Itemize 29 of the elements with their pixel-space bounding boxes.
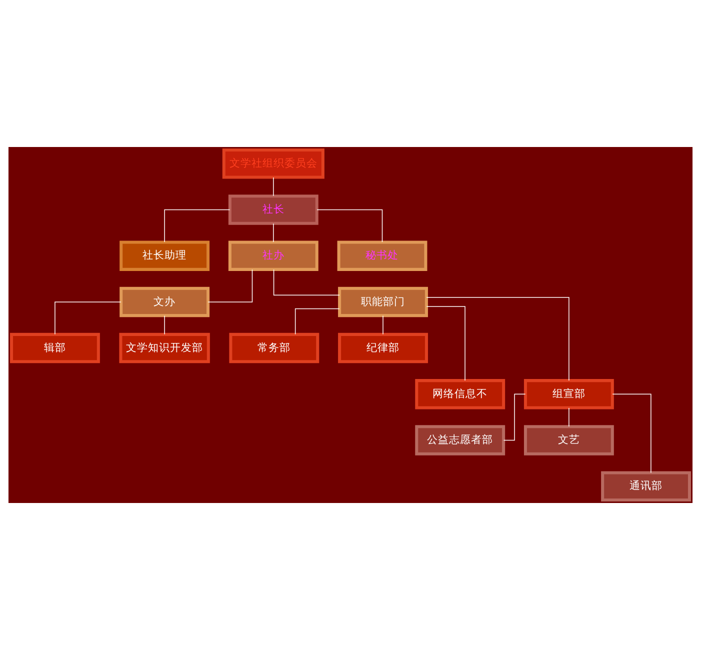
connector	[294, 308, 340, 335]
connector	[316, 209, 383, 242]
node-box: 社长	[228, 194, 318, 225]
connector	[54, 302, 122, 335]
connector	[426, 306, 466, 381]
connector	[273, 269, 340, 296]
node-box: 公益志愿者部	[415, 425, 506, 456]
connector	[208, 269, 253, 302]
node-box: 网络信息不	[415, 379, 506, 410]
node-box: 秘书处	[337, 240, 428, 271]
node-box: 文办	[120, 286, 210, 318]
connector	[612, 394, 652, 474]
node-box: 职能部门	[338, 286, 428, 318]
node-box: 组宣部	[524, 379, 614, 410]
node-box: 社办	[228, 240, 318, 271]
node-box: 文艺	[524, 425, 614, 456]
node-box: 通讯部	[601, 471, 691, 502]
connector	[568, 408, 570, 427]
node-box: 辑部	[10, 332, 100, 364]
connector	[273, 223, 274, 242]
node-box: 纪律部	[338, 332, 428, 364]
connector	[426, 297, 570, 381]
connector	[164, 209, 230, 242]
connector	[273, 177, 274, 196]
connector	[164, 315, 165, 335]
node-box: 社长助理	[120, 240, 210, 271]
connector	[382, 315, 384, 335]
node-box: 文学知识开发部	[119, 332, 210, 364]
node-box: 常务部	[229, 332, 320, 364]
